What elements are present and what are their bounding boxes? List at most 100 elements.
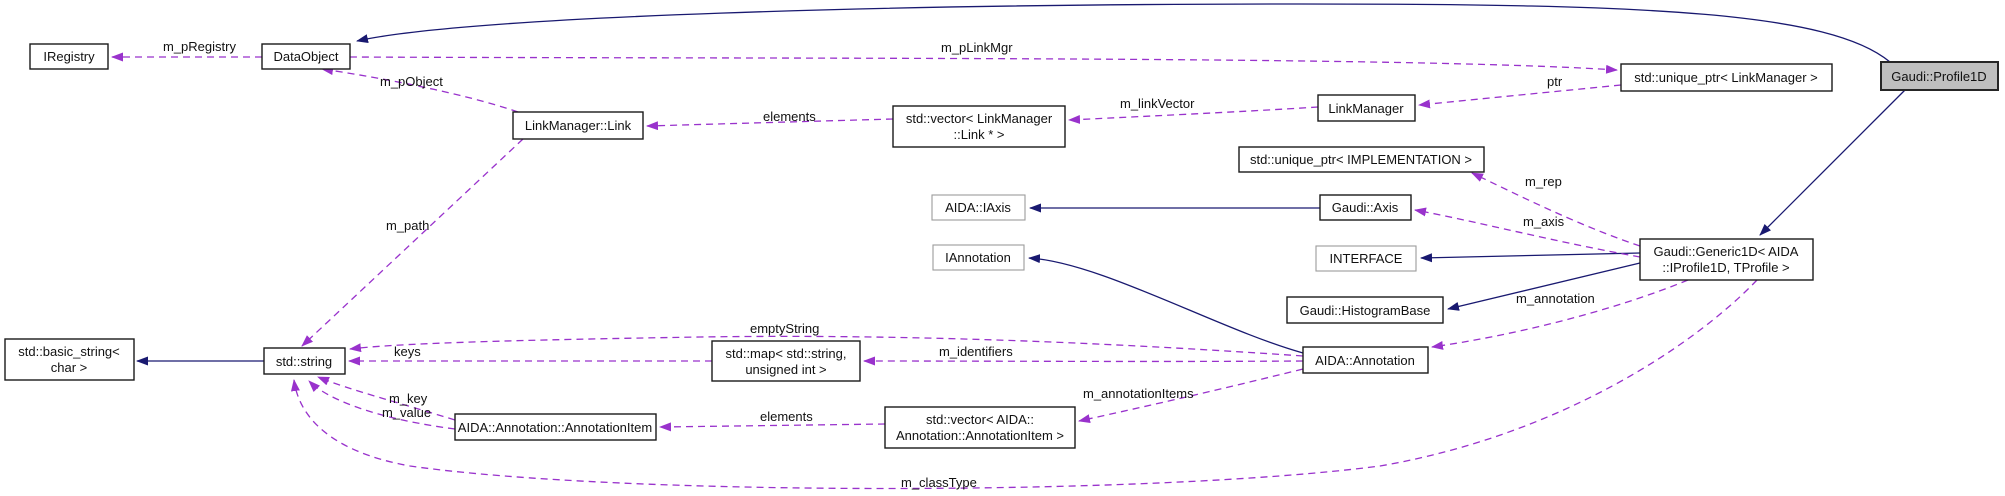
node-std-map[interactable]: std::map< std::string, unsigned int >	[711, 340, 861, 382]
edge-label-m-plinkmgr: m_pLinkMgr	[941, 40, 1013, 55]
node-aida-annotationitem[interactable]: AIDA::Annotation::AnnotationItem	[454, 413, 657, 441]
node-iannotation-box	[932, 244, 1025, 271]
node-aida-iaxis-label: AIDA::IAxis	[945, 200, 1011, 215]
node-gaudi-generic1d-label-2: ::IProfile1D, TProfile >	[1662, 260, 1789, 275]
edge-usage-m-plinkmgr	[349, 56, 1618, 74]
node-std-string-box	[263, 347, 346, 375]
edge-label-emptystring: emptyString	[750, 321, 819, 336]
node-interface[interactable]: INTERFACE	[1315, 245, 1417, 272]
edge-inherits-annotation-iannotation	[1028, 254, 1304, 354]
edge-label-m-path: m_path	[386, 218, 429, 233]
node-linkmanager-box	[1317, 94, 1416, 122]
node-unique-ptr-implementation-label: std::unique_ptr< IMPLEMENTATION >	[1250, 152, 1472, 167]
node-interface-box	[1315, 245, 1417, 272]
edge-label-m-key: m_key	[389, 391, 428, 406]
edge-label-m-identifiers: m_identifiers	[939, 344, 1013, 359]
node-std-basic-string-box	[4, 338, 135, 381]
edge-label-elements-link: elements	[763, 109, 816, 124]
edge-usage-m-linkvector	[1068, 106, 1319, 124]
node-vector-annotationitem[interactable]: std::vector< AIDA:: Annotation::Annotati…	[884, 406, 1076, 449]
node-dataobject-label: DataObject	[273, 49, 338, 64]
node-gaudi-axis[interactable]: Gaudi::Axis	[1319, 194, 1412, 221]
node-aida-annotationitem-label: AIDA::Annotation::AnnotationItem	[458, 420, 652, 435]
edge-usage-elements-items	[659, 422, 886, 432]
node-gaudi-histogrambase[interactable]: Gaudi::HistogramBase	[1286, 296, 1444, 324]
node-gaudi-histogrambase-box	[1286, 296, 1444, 324]
edge-inherits-profile1d-dataobject	[356, 3, 1891, 63]
node-aida-iaxis-box	[931, 194, 1026, 221]
edge-usage-m-pobject	[321, 66, 519, 113]
edge-usage-m-annotation	[1431, 279, 1689, 350]
node-std-map-label-2: unsigned int >	[745, 362, 826, 377]
edge-label-m-axis: m_axis	[1523, 214, 1565, 229]
node-gaudi-generic1d-box	[1639, 238, 1814, 281]
edge-usage-m-value	[308, 380, 456, 430]
node-unique-ptr-linkmanager-label: std::unique_ptr< LinkManager >	[1634, 70, 1818, 85]
node-aida-annotationitem-box	[454, 413, 657, 441]
node-linkmanager-label: LinkManager	[1328, 101, 1404, 116]
node-std-map-label-1: std::map< std::string,	[725, 346, 846, 361]
edge-usage-emptystring	[349, 335, 1304, 357]
node-gaudi-profile1d-label: Gaudi::Profile1D	[1891, 69, 1986, 84]
node-vector-linkmanager-link[interactable]: std::vector< LinkManager ::Link * >	[892, 105, 1066, 148]
node-std-string[interactable]: std::string	[263, 347, 346, 375]
node-gaudi-histogrambase-label: Gaudi::HistogramBase	[1300, 303, 1431, 318]
node-vector-linkmanager-link-box	[892, 105, 1066, 148]
edge-label-m-classtype: m_classType	[901, 475, 977, 490]
edge-usage-m-annotationitems	[1078, 368, 1304, 424]
node-dataobject-box	[261, 43, 351, 70]
node-linkmanager-link-label: LinkManager::Link	[525, 118, 632, 133]
edge-usage-elements-link	[646, 118, 894, 131]
node-unique-ptr-implementation[interactable]: std::unique_ptr< IMPLEMENTATION >	[1238, 146, 1485, 173]
node-linkmanager[interactable]: LinkManager	[1317, 94, 1416, 122]
node-linkmanager-link[interactable]: LinkManager::Link	[512, 111, 644, 140]
node-std-basic-string-label-1: std::basic_string<	[18, 344, 120, 359]
node-unique-ptr-linkmanager[interactable]: std::unique_ptr< LinkManager >	[1620, 63, 1833, 92]
edge-label-m-annotationitems: m_annotationItems	[1083, 386, 1194, 401]
edge-inherits-profile1d-generic1d	[1759, 89, 1906, 236]
node-gaudi-axis-box	[1319, 194, 1412, 221]
edge-label-elements-items: elements	[760, 409, 813, 424]
edge-label-m-pobject: m_pObject	[380, 74, 443, 89]
node-vector-annotationitem-label-2: Annotation::AnnotationItem >	[896, 428, 1064, 443]
edge-label-m-pregistry: m_pRegistry	[163, 39, 236, 54]
node-std-basic-string-label-2: char >	[51, 360, 88, 375]
node-dataobject[interactable]: DataObject	[261, 43, 351, 70]
edge-usage-m-key	[317, 376, 456, 421]
node-vector-linkmanager-link-label-1: std::vector< LinkManager	[906, 111, 1053, 126]
edge-usage-m-classtype	[290, 279, 1758, 490]
node-gaudi-profile1d-box	[1880, 61, 1999, 91]
edge-usage-ptr	[1418, 84, 1622, 109]
node-iannotation[interactable]: IAnnotation	[932, 244, 1025, 271]
node-iregistry[interactable]: IRegistry	[29, 43, 109, 70]
node-std-map-box	[711, 340, 861, 382]
node-linkmanager-link-box	[512, 111, 644, 140]
node-gaudi-profile1d[interactable]: Gaudi::Profile1D	[1880, 61, 1999, 91]
edge-label-m-annotation: m_annotation	[1516, 291, 1595, 306]
node-vector-annotationitem-label-1: std::vector< AIDA::	[926, 412, 1034, 427]
node-interface-label: INTERFACE	[1330, 251, 1403, 266]
edge-label-m-value: m_value	[382, 405, 431, 420]
edge-label-keys: keys	[394, 344, 421, 359]
node-unique-ptr-implementation-box	[1238, 146, 1485, 173]
node-aida-iaxis[interactable]: AIDA::IAxis	[931, 194, 1026, 221]
node-aida-annotation-box	[1302, 346, 1429, 374]
node-aida-annotation-label: AIDA::Annotation	[1315, 353, 1415, 368]
node-std-basic-string[interactable]: std::basic_string< char >	[4, 338, 135, 381]
node-vector-linkmanager-link-label-2: ::Link * >	[954, 127, 1005, 142]
node-aida-annotation[interactable]: AIDA::Annotation	[1302, 346, 1429, 374]
node-std-string-label: std::string	[276, 354, 332, 369]
edge-inherits-generic1d-histogrambase	[1447, 262, 1641, 311]
node-gaudi-generic1d[interactable]: Gaudi::Generic1D< AIDA ::IProfile1D, TPr…	[1639, 238, 1814, 281]
node-unique-ptr-linkmanager-box	[1620, 63, 1833, 92]
edge-usage-m-path	[301, 138, 524, 347]
edge-label-m-linkvector: m_linkVector	[1120, 96, 1195, 111]
edge-usage-m-axis	[1414, 207, 1641, 258]
edge-inherits-generic1d-interface	[1420, 252, 1641, 263]
node-iannotation-label: IAnnotation	[945, 250, 1011, 265]
node-iregistry-label: IRegistry	[43, 49, 95, 64]
node-gaudi-axis-label: Gaudi::Axis	[1332, 200, 1399, 215]
edge-label-ptr: ptr	[1547, 74, 1563, 89]
